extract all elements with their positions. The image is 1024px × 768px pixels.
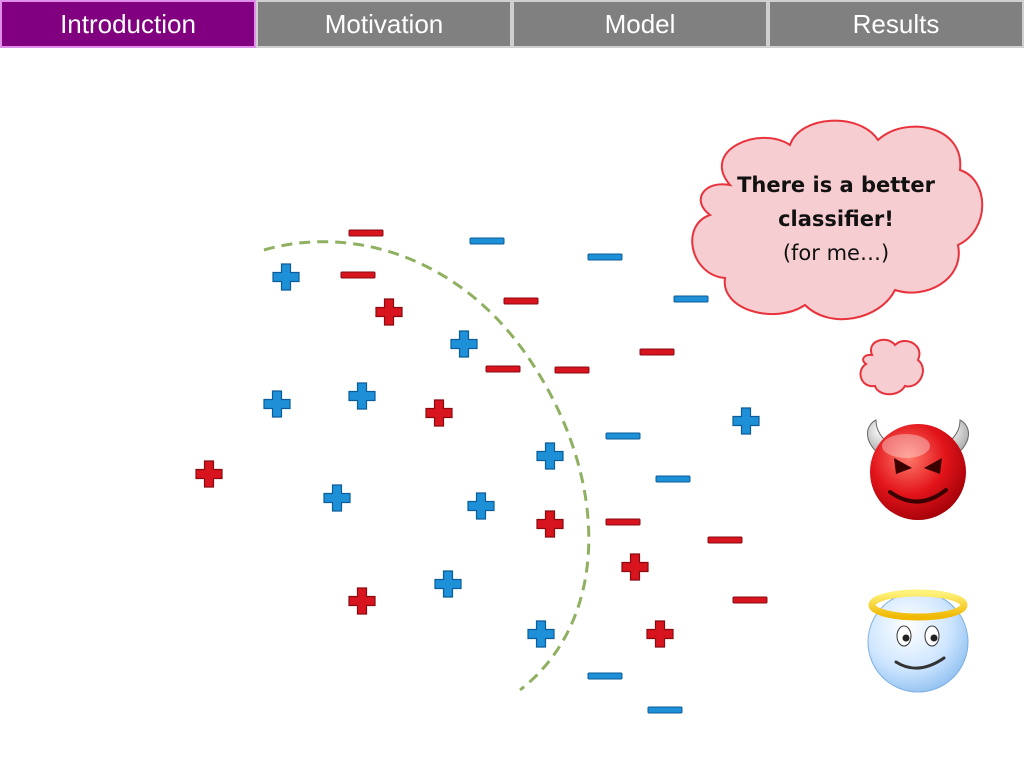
- minus-icon: [639, 348, 675, 356]
- tab-label: Results: [852, 8, 940, 39]
- minus-icon: [340, 271, 376, 279]
- blue-minus-points: [469, 237, 709, 714]
- plus-icon: [348, 382, 376, 410]
- red-plus-points: [195, 298, 674, 648]
- minus-icon: [469, 237, 505, 245]
- tab-motivation[interactable]: Motivation: [256, 0, 512, 48]
- thought-line-3: (for me…): [782, 241, 890, 265]
- plus-icon: [467, 492, 495, 520]
- minus-icon: [673, 295, 709, 303]
- tab-label: Motivation: [324, 8, 444, 39]
- plus-icon: [348, 587, 376, 615]
- minus-icon: [605, 432, 641, 440]
- blue-plus-points: [263, 263, 760, 648]
- section-nav: Introduction Motivation Model Results: [0, 0, 1024, 48]
- minus-icon: [707, 536, 743, 544]
- tab-model[interactable]: Model: [512, 0, 768, 48]
- plus-icon: [621, 553, 649, 581]
- minus-icon: [587, 672, 623, 680]
- plus-icon: [195, 460, 223, 488]
- minus-icon: [647, 706, 683, 714]
- tab-label: Model: [604, 8, 676, 39]
- plus-icon: [263, 390, 291, 418]
- plus-icon: [425, 399, 453, 427]
- minus-icon: [485, 365, 521, 373]
- tab-introduction[interactable]: Introduction: [0, 0, 256, 48]
- plus-icon: [434, 570, 462, 598]
- minus-icon: [348, 229, 384, 237]
- decision-boundary: [263, 240, 591, 692]
- plus-icon: [646, 620, 674, 648]
- minus-icon: [655, 475, 691, 483]
- tab-results[interactable]: Results: [768, 0, 1024, 48]
- plus-icon: [450, 330, 478, 358]
- angel-face-icon: [867, 589, 969, 693]
- plus-icon: [536, 510, 564, 538]
- plus-icon: [732, 407, 760, 435]
- thought-line-2: classifier!: [778, 207, 894, 231]
- tab-label: Introduction: [60, 8, 196, 39]
- minus-icon: [732, 596, 768, 604]
- minus-icon: [503, 297, 539, 305]
- thought-line-1: There is a better: [737, 173, 935, 197]
- minus-icon: [605, 518, 641, 526]
- plus-icon: [536, 442, 564, 470]
- thought-cloud-icon: [691, 119, 984, 396]
- plus-icon: [323, 484, 351, 512]
- devil-face-icon: [867, 419, 969, 520]
- plus-icon: [527, 620, 555, 648]
- minus-icon: [587, 253, 623, 261]
- minus-icon: [554, 366, 590, 374]
- plus-icon: [272, 263, 300, 291]
- thought-cloud-text: There is a better classifier! (for me…): [716, 168, 956, 270]
- red-minus-points: [340, 229, 768, 604]
- plus-icon: [375, 298, 403, 326]
